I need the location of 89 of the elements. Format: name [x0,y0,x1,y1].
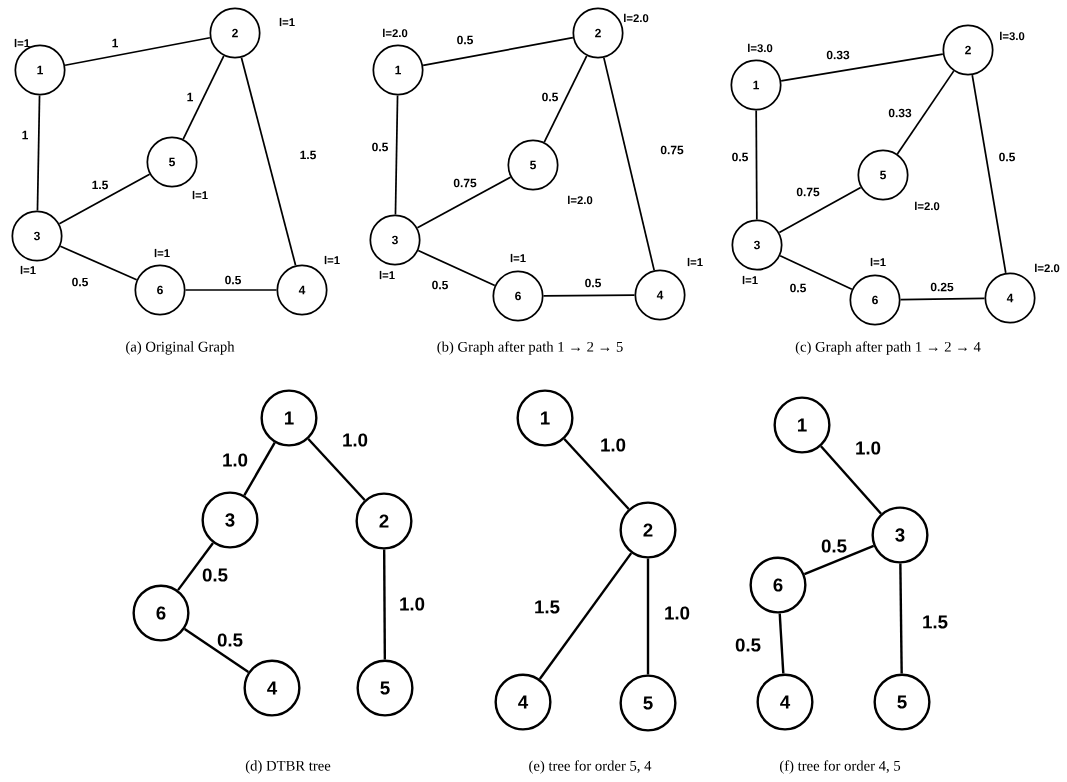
edge-label: 0.75 [452,177,478,189]
node-weight-label: l=1 [192,190,208,200]
edge-label: 1.5 [298,149,318,161]
edge-line [899,297,986,301]
caption: (e) tree for order 5, 4 [529,760,652,774]
edge-label: 0.5 [223,274,243,286]
edge-label: 1 [185,91,195,103]
caption: (f) tree for order 4, 5 [780,760,901,774]
node-weight-label: l=1 [279,17,295,27]
node-weight-label: l=2.0 [568,195,593,205]
edge-line [417,249,496,287]
edge-line [899,563,903,674]
edge-line [779,254,853,291]
edge-label: 1.0 [598,437,628,453]
node-weight-label: l=1 [324,255,340,265]
node-weight-label: l=3.0 [1000,31,1025,41]
edge-line [307,438,366,501]
edge-label: 0.5 [997,151,1017,163]
edge-line [820,445,882,515]
node-weight-label: l=1 [687,257,703,267]
edge-label: 0.5 [540,91,560,103]
edge-line [383,549,387,660]
edge-line [243,442,276,496]
edge-line [416,176,512,229]
edge-line [755,109,758,221]
edge-line [778,613,785,674]
edge-label: 0.5 [370,141,390,153]
edge-label: 0.5 [583,277,603,289]
edge-label: 1.0 [220,452,250,468]
edge-label: 0.33 [887,107,913,119]
caption: (d) DTBR tree [245,760,331,774]
edge-label: 1.0 [662,605,692,621]
edge-line [58,173,151,225]
node-weight-label: l=2.0 [383,28,408,38]
caption: (c) Graph after path 1 → 2 → 4 [795,341,981,355]
node-weight-label: l=2.0 [915,201,940,211]
edge-label: 1 [20,129,30,141]
node-weight-label: l=2.0 [1035,263,1060,273]
edge-line [971,74,1007,274]
edge-label: 0.5 [200,567,230,583]
edge-label: 0.33 [825,49,851,61]
edge-line [563,438,630,510]
edge-line [542,294,636,297]
edge-line [422,36,574,67]
edge-label: 1.5 [532,599,562,615]
edge-line [184,289,278,291]
edge-label: 1.5 [920,614,950,630]
edge-label: 0.5 [455,34,475,46]
edge-label: 0.5 [733,637,763,653]
edge-line [36,94,41,212]
node-weight-label: l=1 [870,257,886,267]
node-weight-label: l=1 [154,248,170,258]
node-weight-label: l=2.0 [624,13,649,23]
edge-line [896,70,955,155]
edge-line [394,94,399,216]
edge-line [59,245,138,281]
edge-line [538,552,633,680]
edge-line [182,55,225,140]
edge-label: 1 [110,37,120,49]
caption: (b) Graph after path 1 → 2 → 5 [437,341,623,355]
node-weight-label: l=1 [20,265,36,275]
edge-label: 0.75 [795,186,821,198]
edge-line [603,57,655,272]
edge-line [646,558,650,675]
node-weight-label: l=1 [510,253,526,263]
edge-line [240,56,297,267]
node-weight-label: l=3.0 [748,43,773,53]
edge-label: 1.0 [853,440,883,456]
edge-label: 0.5 [819,538,849,554]
edge-label: 0.5 [430,279,450,291]
edge-label: 0.75 [659,144,685,156]
node-weight-label: l=1 [379,270,395,280]
edge-line [64,36,211,67]
edge-line [803,544,875,576]
edge-line [780,53,944,82]
edge-line [177,542,214,591]
edge-label: 0.5 [70,276,90,288]
edge-line [778,186,862,234]
edge-label: 0.5 [215,632,245,648]
edge-label: 1.0 [340,432,370,448]
edge-line [543,55,588,143]
edge-label: 1.0 [397,596,427,612]
edge-label: 0.25 [929,281,955,293]
edge-label: 0.5 [788,282,808,294]
edge-line [183,628,250,674]
edge-label: 0.5 [730,151,750,163]
edge-label: 1.5 [90,179,110,191]
caption: (a) Original Graph [126,341,235,355]
node-weight-label: l=1 [742,275,758,285]
